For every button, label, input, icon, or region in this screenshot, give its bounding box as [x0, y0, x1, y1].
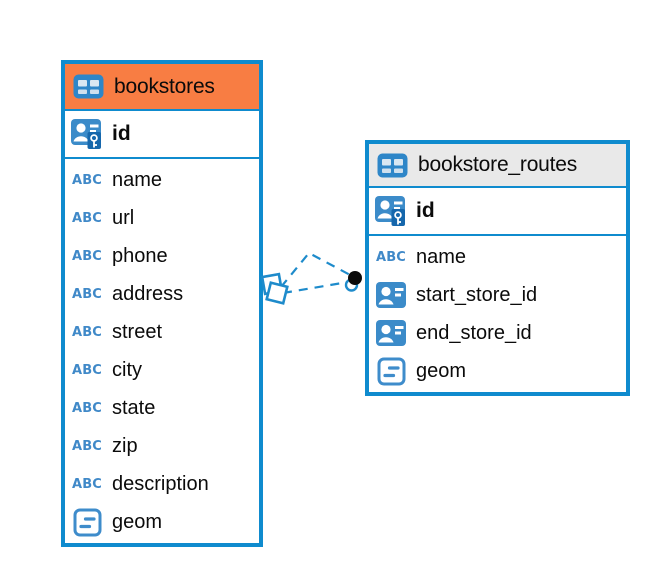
text-type-icon: ABC: [71, 172, 103, 188]
column-row-geom[interactable]: geom: [65, 503, 259, 541]
column-row-name[interactable]: ABC name: [369, 238, 626, 276]
table-title: bookstores: [114, 74, 215, 98]
column-label: zip: [112, 434, 138, 457]
text-type-icon: ABC: [71, 438, 103, 454]
column-row-start_store_id[interactable]: start_store_id: [369, 276, 626, 314]
primary-key-icon: [70, 118, 104, 150]
text-type-icon: ABC: [71, 324, 103, 340]
column-row-description[interactable]: ABC description: [65, 465, 259, 503]
relationship-dot-marker: [344, 271, 362, 292]
column-row-address[interactable]: ABC address: [65, 275, 259, 313]
geometry-type-icon: [374, 357, 408, 386]
column-row-url[interactable]: ABC url: [65, 199, 259, 237]
fk-relationship-line-end-store[interactable]: [282, 280, 349, 295]
text-type-icon: ABC: [71, 248, 103, 264]
column-label: address: [112, 282, 184, 305]
reference-type-icon: [374, 320, 408, 346]
column-label: state: [112, 396, 156, 419]
column-row-name[interactable]: ABC name: [65, 161, 259, 199]
entity-header-bookstore-routes[interactable]: bookstore_routes: [369, 144, 626, 188]
text-type-icon: ABC: [71, 362, 103, 378]
column-label: start_store_id: [416, 283, 538, 306]
text-type-icon: ABC: [71, 400, 103, 416]
text-type-icon: ABC: [71, 210, 103, 226]
primary-key-row[interactable]: id: [65, 111, 259, 159]
column-row-end_store_id[interactable]: end_store_id: [369, 314, 626, 352]
geometry-type-icon: [70, 508, 104, 537]
table-icon: [71, 74, 105, 99]
primary-key-icon: [374, 195, 408, 227]
table-icon: [375, 153, 409, 178]
primary-key-label: id: [112, 122, 131, 145]
column-row-phone[interactable]: ABC phone: [65, 237, 259, 275]
column-label: geom: [416, 359, 467, 382]
column-label: url: [112, 206, 135, 229]
column-row-street[interactable]: ABC street: [65, 313, 259, 351]
column-label: geom: [112, 510, 163, 533]
column-label: end_store_id: [416, 321, 532, 344]
primary-key-label: id: [416, 199, 435, 222]
text-type-icon: ABC: [71, 476, 103, 492]
reference-type-icon: [374, 282, 408, 308]
column-label: name: [112, 168, 163, 191]
column-row-zip[interactable]: ABC zip: [65, 427, 259, 465]
text-type-icon: ABC: [71, 286, 103, 302]
entity-header-bookstores[interactable]: bookstores: [65, 64, 259, 111]
relationship-squares-marker: [260, 272, 289, 305]
column-label: description: [112, 472, 209, 495]
column-label: phone: [112, 244, 168, 267]
column-row-geom[interactable]: geom: [369, 352, 626, 390]
table-title: bookstore_routes: [418, 153, 578, 176]
column-row-state[interactable]: ABC state: [65, 389, 259, 427]
entity-table-bookstore-routes[interactable]: bookstore_routes id ABC name start_store_i…: [365, 140, 630, 396]
fk-relationship-line-start-store[interactable]: [280, 251, 353, 288]
text-type-icon: ABC: [375, 249, 407, 265]
column-label: street: [112, 320, 163, 343]
column-label: name: [416, 245, 467, 268]
column-row-city[interactable]: ABC city: [65, 351, 259, 389]
column-label: city: [112, 358, 142, 381]
primary-key-row[interactable]: id: [369, 188, 626, 236]
